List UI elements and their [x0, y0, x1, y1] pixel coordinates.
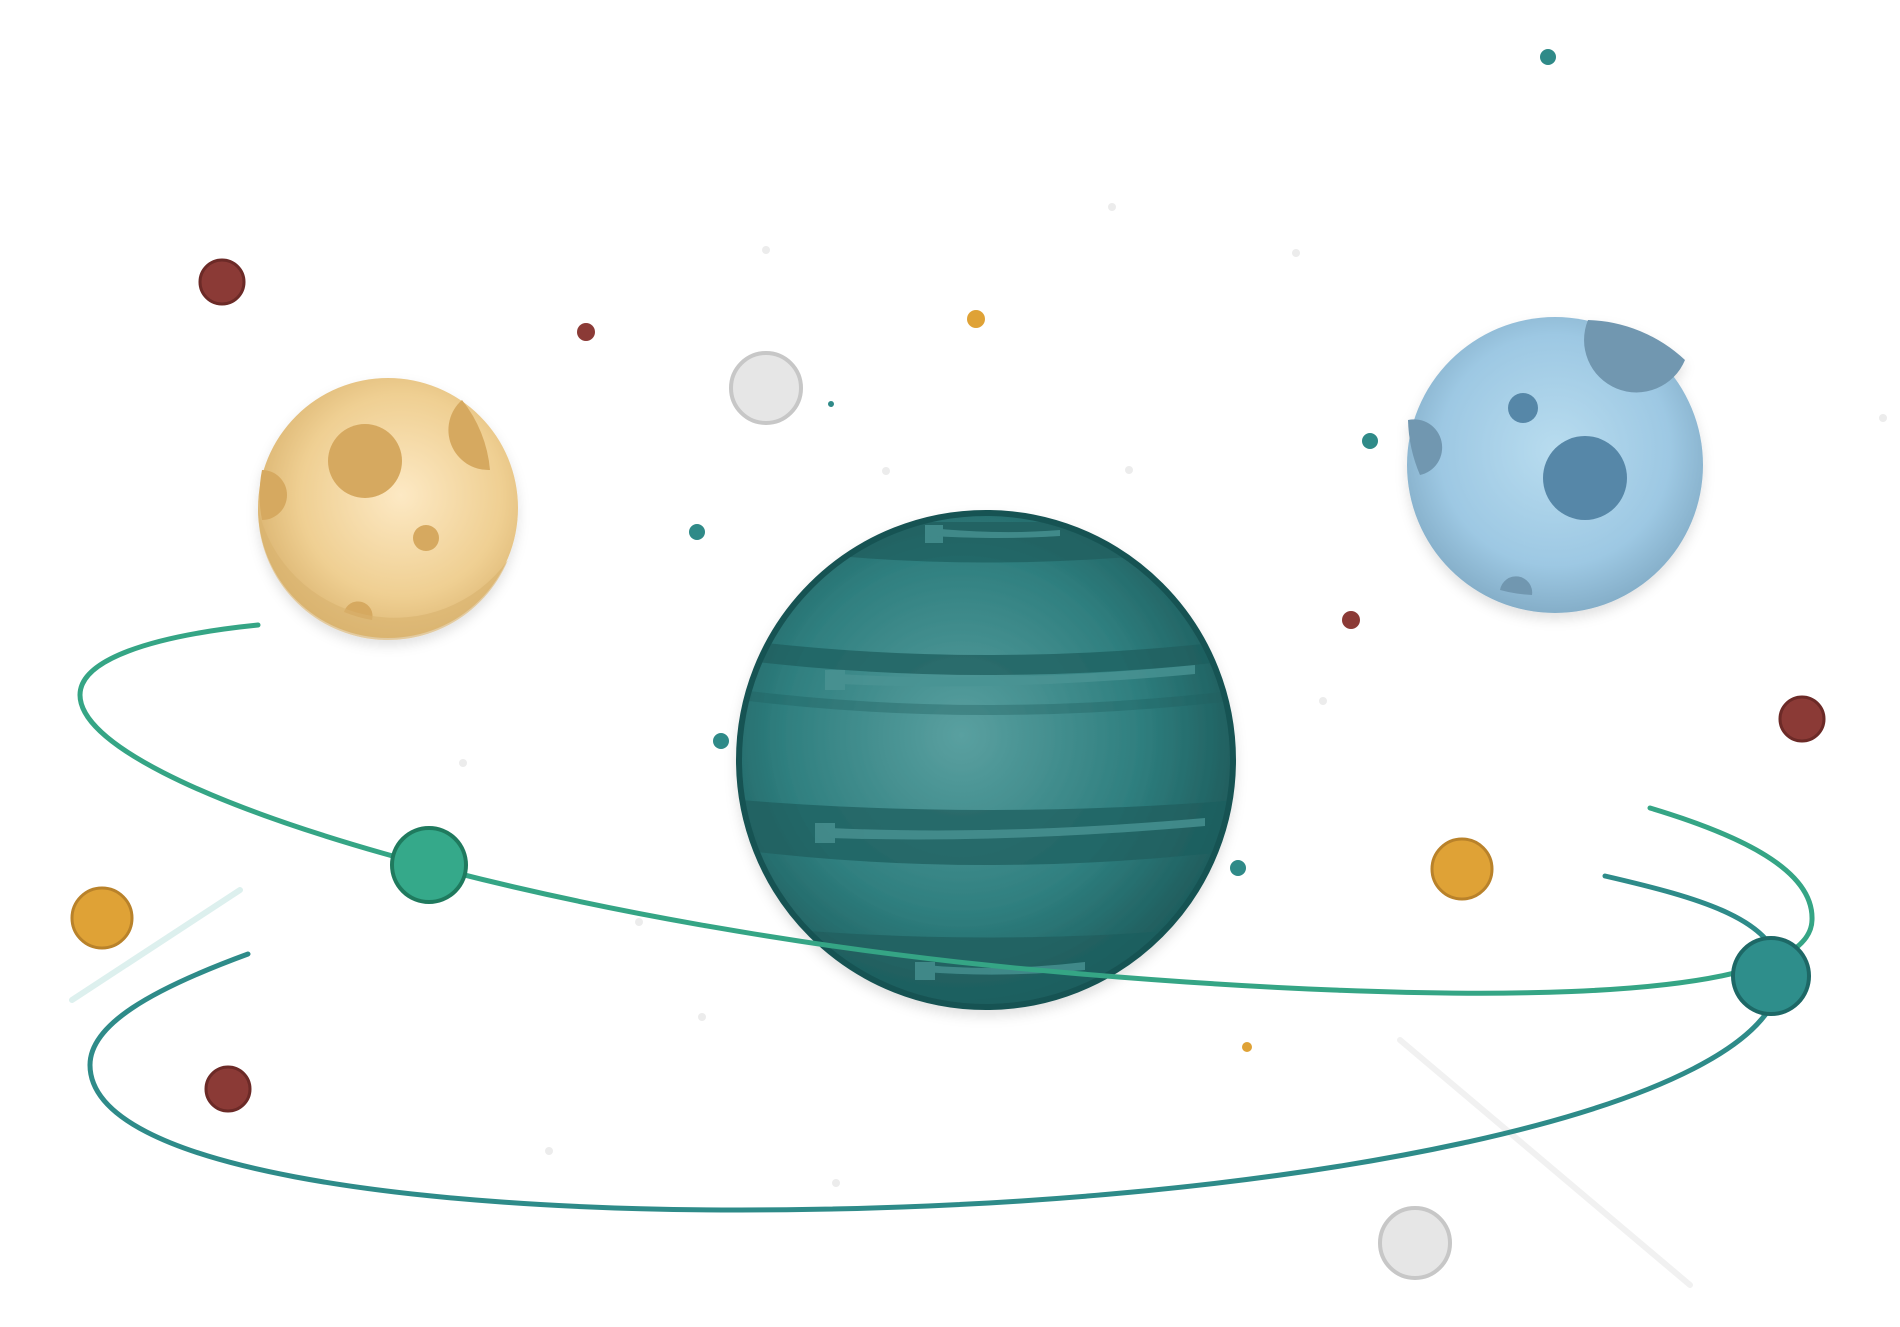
orbit-moons [390, 826, 1811, 1016]
scattered-dots [70, 49, 1826, 1280]
moon-green [390, 826, 468, 904]
moon-teal [1731, 936, 1811, 1016]
background-specks [459, 203, 1887, 1187]
sand-planet [257, 378, 518, 641]
inner-orbit [77, 622, 1815, 996]
light-streaks [69, 887, 1693, 1288]
sky-planet [1407, 317, 1703, 613]
